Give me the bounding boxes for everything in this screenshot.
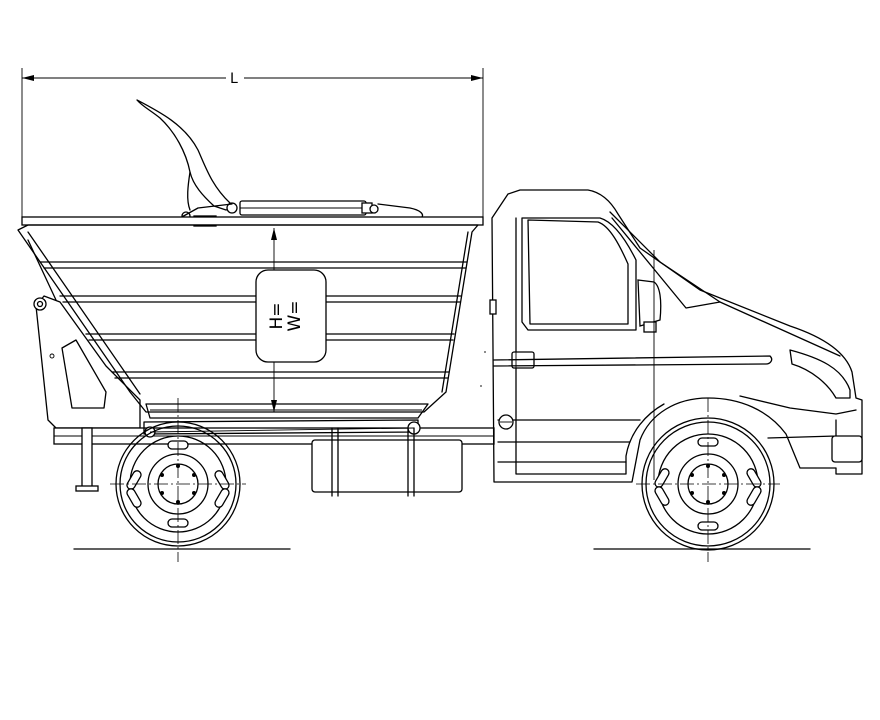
length-label: L: [230, 71, 238, 87]
fuel-tank: [311, 427, 463, 497]
skip-container: [17, 216, 484, 419]
stabilizer-leg: [75, 427, 99, 492]
left-lift-bracket: [27, 239, 141, 429]
top-hydraulic-cylinder: [239, 200, 424, 218]
truck-cab: [480, 189, 863, 483]
length-dimension: L: [21, 68, 484, 222]
hook-arm: [136, 99, 238, 227]
rear-wheel: [73, 398, 291, 562]
front-wheel: [593, 398, 811, 562]
dimension-label-box: H= W=: [255, 228, 327, 412]
height-label: H=: [267, 302, 287, 329]
width-label: W=: [285, 300, 305, 331]
